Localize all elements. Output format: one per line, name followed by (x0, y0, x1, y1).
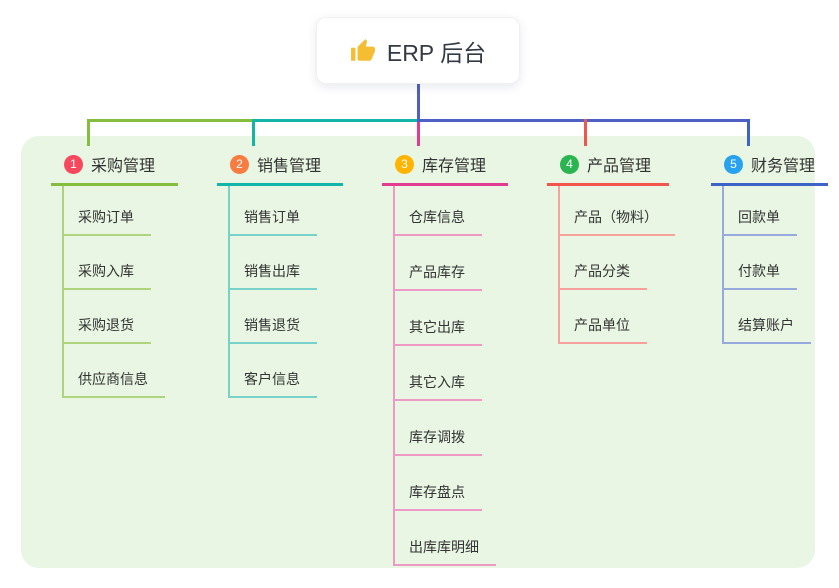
child-node[interactable]: 供应商信息 (64, 344, 178, 398)
child-node[interactable]: 回款单 (724, 186, 828, 236)
branch-node[interactable]: 3 库存管理 (382, 150, 508, 186)
branch-node[interactable]: 5 财务管理 (711, 150, 828, 186)
branch-node-label: 采购管理 (91, 158, 156, 175)
child-node[interactable]: 其它出库 (395, 291, 508, 346)
thumbs-up-icon (350, 38, 375, 61)
child-node-label: 销售订单 (230, 207, 317, 236)
branch-column: 4 产品管理 产品（物料） 产品分类产品单位 (547, 150, 675, 344)
branch-children: 销售订单销售出库销售退货客户信息 (228, 186, 343, 398)
child-node-label: 产品（物料） (560, 207, 675, 236)
child-node-label: 销售退货 (230, 315, 317, 344)
child-node[interactable]: 采购退货 (64, 290, 178, 344)
branch-node-label: 产品管理 (587, 158, 652, 175)
rail-segment (87, 119, 252, 122)
child-node-label: 产品库存 (395, 262, 482, 291)
child-node-label: 出库库明细 (395, 537, 496, 566)
child-node-label: 回款单 (724, 207, 797, 236)
child-node[interactable]: 其它入库 (395, 346, 508, 401)
branch-number-badge: 5 (724, 154, 743, 174)
child-node-label: 销售出库 (230, 261, 317, 290)
branch-number-badge: 1 (64, 154, 83, 174)
branch-node-label: 财务管理 (751, 158, 816, 175)
child-node-label: 采购入库 (64, 261, 151, 290)
branch-children: 回款单付款单结算账户 (722, 186, 828, 344)
child-node[interactable]: 产品库存 (395, 236, 508, 291)
child-node-label: 采购退货 (64, 315, 151, 344)
child-node[interactable]: 出库库明细 (395, 511, 508, 566)
branch-column: 3 库存管理 仓库信息产品库存其它出库其它入库库存调拨库存盘点出库库明细 (382, 150, 508, 566)
child-node[interactable]: 销售出库 (230, 236, 343, 290)
child-node-label: 库存调拨 (395, 427, 482, 456)
child-node[interactable]: 付款单 (724, 236, 828, 290)
child-node[interactable]: 产品分类 (560, 236, 669, 290)
branch-column: 5 财务管理 回款单付款单结算账户 (711, 150, 828, 344)
child-node[interactable]: 采购入库 (64, 236, 178, 290)
child-node-label: 采购订单 (64, 207, 151, 236)
child-node[interactable]: 库存调拨 (395, 401, 508, 456)
drop-line (747, 119, 750, 146)
child-node[interactable]: 客户信息 (230, 344, 343, 398)
drop-line (87, 119, 90, 146)
trunk-line (417, 84, 420, 122)
child-node-label: 客户信息 (230, 369, 317, 398)
child-node[interactable]: 产品（物料） (560, 186, 675, 236)
branch-children: 仓库信息产品库存其它出库其它入库库存调拨库存盘点出库库明细 (393, 186, 508, 566)
child-node[interactable]: 采购订单 (64, 186, 178, 236)
root-node-title: ERP 后台 (386, 39, 487, 66)
child-node[interactable]: 产品单位 (560, 290, 669, 344)
branches-container: 1 采购管理 采购订单采购入库采购退货供应商信息 2 销售管理 销售订单销售出库… (21, 136, 828, 568)
branch-node-label: 库存管理 (422, 158, 487, 175)
child-node[interactable]: 销售订单 (230, 186, 343, 236)
child-node-label: 产品分类 (560, 261, 647, 290)
child-node-label: 结算账户 (724, 315, 811, 344)
child-node-label: 付款单 (724, 261, 797, 290)
child-node[interactable]: 销售退货 (230, 290, 343, 344)
branch-column: 2 销售管理 销售订单销售出库销售退货客户信息 (217, 150, 343, 398)
branch-node[interactable]: 1 采购管理 (51, 150, 178, 186)
branch-children: 采购订单采购入库采购退货供应商信息 (62, 186, 178, 398)
branch-number-badge: 4 (560, 154, 579, 174)
child-node-label: 供应商信息 (64, 369, 165, 398)
child-node-label: 产品单位 (560, 315, 647, 344)
branch-node-label: 销售管理 (257, 158, 322, 175)
drop-line (584, 119, 587, 146)
root-node[interactable]: ERP 后台 (316, 17, 520, 84)
child-node-label: 仓库信息 (395, 207, 482, 236)
child-node[interactable]: 库存盘点 (395, 456, 508, 511)
child-node-label: 其它入库 (395, 372, 482, 401)
branch-node[interactable]: 4 产品管理 (547, 150, 669, 186)
branch-node[interactable]: 2 销售管理 (217, 150, 343, 186)
drop-line (417, 122, 420, 146)
child-node-label: 其它出库 (395, 317, 482, 346)
branch-column: 1 采购管理 采购订单采购入库采购退货供应商信息 (51, 150, 178, 398)
child-node[interactable]: 结算账户 (724, 290, 828, 344)
child-node-label: 库存盘点 (395, 482, 482, 511)
branch-children: 产品（物料） 产品分类产品单位 (558, 186, 675, 344)
child-node[interactable]: 仓库信息 (395, 186, 508, 236)
drop-line (252, 119, 255, 146)
branch-number-badge: 3 (395, 154, 414, 174)
rail-segment (252, 119, 417, 122)
branch-number-badge: 2 (230, 154, 249, 174)
